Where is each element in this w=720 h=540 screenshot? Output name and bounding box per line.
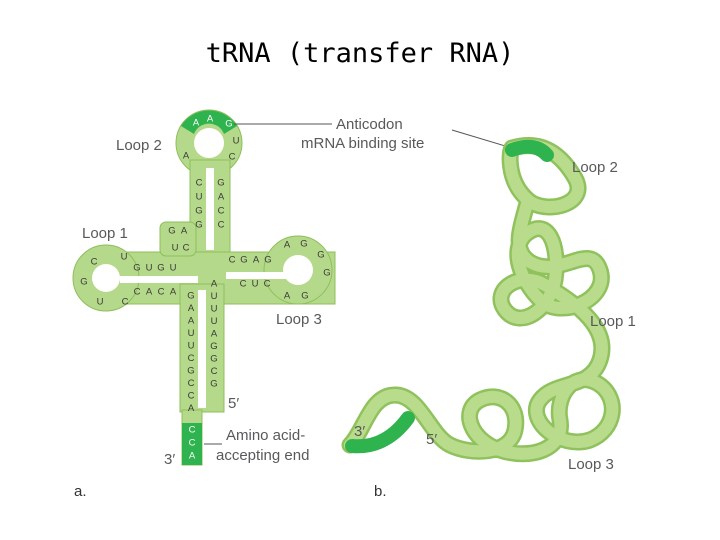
loop1-label-a: Loop 1 [82,225,128,242]
nucleotide-acc-l-4: U [188,341,195,352]
mrna-site-label: mRNA binding site [301,135,424,152]
nucleotide-ac-stem-l-1: U [196,192,203,203]
nucleotide-d-loop-6: C [122,297,129,308]
tube-3prime-segment [345,411,415,454]
nucleotide-cca-1: C [189,438,196,449]
nucleotide-ac-right-1: C [229,152,236,163]
nucleotide-t-stem-b-0: C [240,279,247,290]
loop2-label-a: Loop 2 [116,137,162,154]
loop3-label-a: Loop 3 [276,311,322,328]
nucleotide-acc-r-2: U [211,304,218,315]
nucleotide-acc-r-4: A [211,329,218,340]
panel-b-label: b. [374,483,387,500]
nucleotide-acc-l-2: A [188,316,195,327]
nucleotide-acc-r-1: U [211,291,218,302]
nucleotide-acc-r-5: G [210,341,217,352]
nucleotide-d-loop-5: U [97,297,104,308]
cloverleaf-structure [72,109,336,466]
nucleotide-acc-l-1: A [188,303,195,314]
nucleotide-t-stem-t-1: G [240,255,247,266]
five-prime-a: 5′ [228,395,239,412]
nucleotide-d-stem-t-0: G [133,263,140,274]
nucleotide-t-stem-t-0: C [229,255,236,266]
nucleotide-ac-top-2: G [225,119,232,130]
nucleotide-d-stem-t-2: G [157,263,164,274]
folded-trna-tube [341,137,621,463]
nucleotide-t-stem-b-2: C [264,279,271,290]
nucleotide-ac-stem-r-0: G [217,178,224,189]
three-prime-a: 3′ [164,451,175,468]
nucleotide-t-loop-1: G [300,239,307,250]
tube-anticodon-segment [505,139,554,162]
nucleotide-t-stem-t-3: G [264,255,271,266]
panel-a-label: a. [74,483,87,500]
nucleotide-acc-l-6: G [187,366,194,377]
mrna-leader [451,129,513,149]
nucleotide-d-loop-4: G [80,277,87,288]
nucleotide-ac-stem-l-3: G [195,220,202,231]
loop1-label-b: Loop 1 [590,313,636,330]
three-prime-b: 3′ [354,423,365,440]
nucleotide-d-top-1: A [181,226,188,237]
nucleotide-acc-r-3: U [211,316,218,327]
nucleotide-acc-r-6: G [210,354,217,365]
nucleotide-d-loop-0: U [172,243,179,254]
nucleotide-d-stem-t-3: U [170,263,177,274]
nucleotide-acc-l-7: C [188,378,195,389]
nucleotide-acc-r-7: C [211,366,218,377]
nucleotide-ac-stem-l-0: C [196,178,203,189]
nucleotide-ac-right-0: U [233,136,240,147]
amino-label-1: Amino acid- [226,427,305,444]
loop2-label-b: Loop 2 [572,159,618,176]
nucleotide-acc-l-0: G [187,291,194,302]
nucleotide-ac-stem-r-1: A [218,192,225,203]
nucleotide-ac-top-1: A [207,114,214,125]
nucleotide-cca-0: C [189,425,196,436]
nucleotide-d-loop-1: C [183,243,190,254]
anticodon-label: Anticodon [336,116,403,133]
loop3-label-b: Loop 3 [568,456,614,473]
nucleotide-d-stem-b-2: C [158,287,165,298]
nucleotide-t-loop-0: A [284,240,291,251]
anticodon-highlight [181,110,237,134]
nucleotide-t-loop-2: G [317,250,324,261]
nucleotide-ac-stem-l-2: G [195,206,202,217]
nucleotide-acc-r-0: A [211,279,218,290]
nucleotide-d-loop-2: C [91,257,98,268]
cca-highlight [182,423,202,465]
nucleotide-acc-l-8: C [188,391,195,402]
nucleotide-d-loop-3: U [121,252,128,263]
nucleotide-d-stem-b-3: A [170,287,177,298]
nucleotide-ac-top-0: A [193,118,200,129]
nucleotide-d-stem-b-1: A [146,287,153,298]
nucleotide-t-loop-5: A [284,291,291,302]
nucleotide-acc-l-5: C [188,353,195,364]
nucleotide-t-stem-t-2: A [253,255,260,266]
nucleotide-t-stem-b-1: U [252,279,259,290]
slide-title: tRNA (transfer RNA) [205,38,515,69]
nucleotide-cca-2: A [189,451,196,462]
nucleotide-ac-stem-r-3: C [218,220,225,231]
nucleotide-t-loop-3: G [323,268,330,279]
amino-label-2: accepting end [216,447,309,464]
nucleotide-acc-l-3: U [188,328,195,339]
nucleotide-d-stem-b-0: C [134,287,141,298]
nucleotide-d-top-0: G [168,226,175,237]
five-prime-b: 5′ [426,431,437,448]
nucleotide-acc-l-9: A [188,403,195,414]
nucleotide-acc-r-8: G [210,379,217,390]
nucleotide-ac-left-0: A [183,151,190,162]
nucleotide-ac-stem-r-2: C [218,206,225,217]
nucleotide-d-stem-t-1: U [146,263,153,274]
nucleotide-t-loop-4: G [301,291,308,302]
